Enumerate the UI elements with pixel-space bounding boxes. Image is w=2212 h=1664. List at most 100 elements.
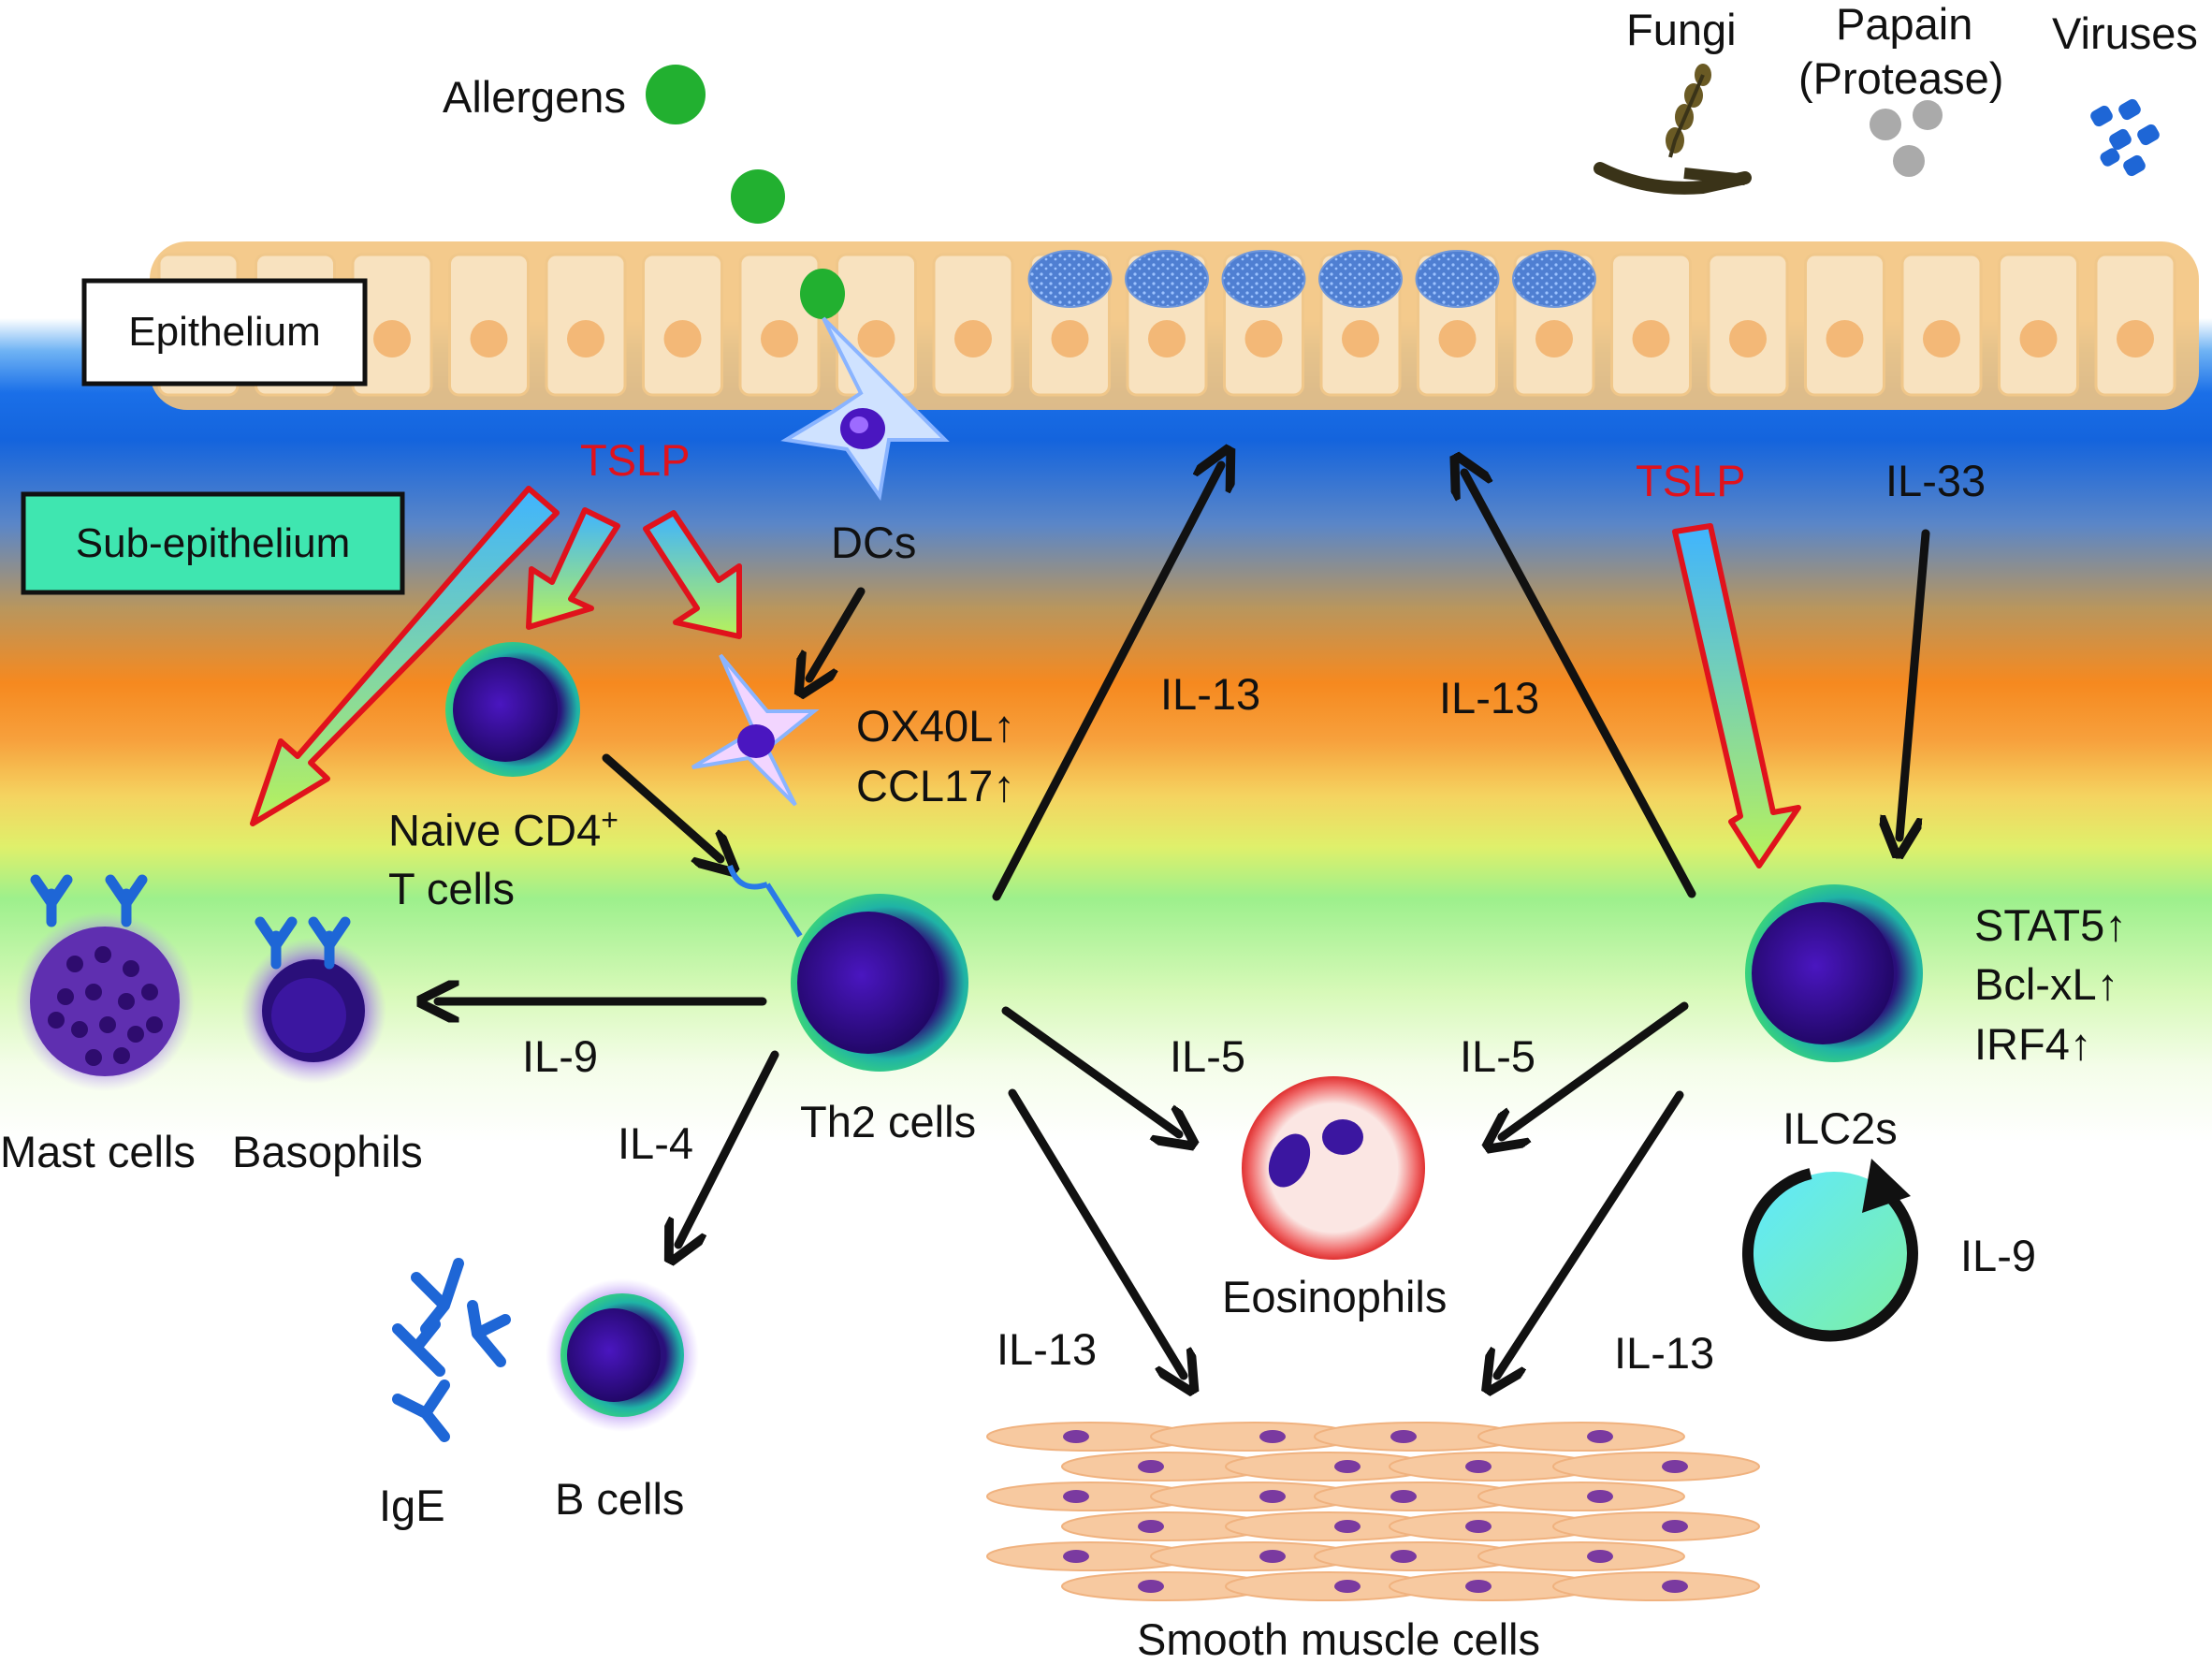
stat5-label: STAT5↑	[1974, 900, 2127, 950]
muscle-nucleus	[1465, 1520, 1492, 1533]
muscle-nucleus	[1259, 1430, 1286, 1443]
tslp-arrows-left	[250, 486, 742, 826]
basophils-label: Basophils	[232, 1127, 423, 1176]
naive-t-cells-label: T cells	[388, 864, 515, 913]
muscle-nucleus	[1063, 1490, 1089, 1503]
arrow-dc-to-activated-dc	[809, 587, 866, 679]
il13-upper-right-label: IL-13	[1439, 673, 1540, 723]
muscle-nucleus	[1063, 1430, 1089, 1443]
muscle-nucleus	[1334, 1580, 1361, 1593]
muscle-nucleus	[1390, 1490, 1417, 1503]
muscle-nucleus	[1138, 1580, 1164, 1593]
muscle-nucleus	[1334, 1460, 1361, 1473]
il4-label: IL-4	[618, 1118, 693, 1168]
viruses-label: Viruses	[2052, 8, 2198, 58]
b-cells-label: B cells	[555, 1474, 685, 1524]
mast-cell-granule	[66, 956, 83, 972]
goblet-cell-mucus	[1125, 250, 1209, 308]
th2-label: Th2 cells	[800, 1097, 977, 1146]
sub-epithelium-label-box	[21, 491, 405, 595]
mast-cell-granule	[71, 1021, 88, 1038]
ilc2s-label: ILC2s	[1783, 1103, 1898, 1153]
eosinophil	[1242, 1076, 1425, 1260]
arrow-th2-il4-bcells	[678, 1050, 779, 1245]
epithelial-nucleus	[1535, 320, 1573, 358]
mast-cell-granule	[85, 984, 102, 1000]
epithelial-nucleus	[1923, 320, 1960, 358]
muscle-nucleus	[1138, 1460, 1164, 1473]
naive-cd4-text: Naive CD4	[388, 805, 602, 855]
tslp-arrow-right	[1672, 523, 1801, 868]
epithelial-nucleus	[567, 320, 604, 358]
mast-cell-granule	[95, 946, 111, 963]
epithelium-label-box	[81, 278, 368, 387]
mast-cell-granule	[118, 993, 135, 1010]
allergen-particles	[646, 65, 845, 319]
mast-cell-granule	[99, 1016, 116, 1033]
epithelium-layer	[150, 241, 2199, 410]
il33-label: IL-33	[1885, 456, 1986, 505]
muscle-nucleus	[1259, 1490, 1286, 1503]
fungi-icon	[1594, 64, 1752, 195]
epithelial-nucleus	[2117, 320, 2154, 358]
dendritic-cell-lower	[691, 653, 820, 807]
epithelial-nucleus	[373, 320, 411, 358]
muscle-nucleus	[1662, 1580, 1688, 1593]
ige-label: IgE	[379, 1481, 445, 1530]
epithelium-label: Epithelium	[128, 309, 321, 355]
mast-cell-granule	[141, 984, 158, 1000]
arrow-il33-to-ilc2	[1899, 529, 1930, 838]
papain-particles	[1870, 100, 1943, 177]
fungi-label: Fungi	[1626, 5, 1737, 54]
muscle-nucleus	[1587, 1550, 1613, 1563]
epithelial-nucleus	[1148, 320, 1186, 358]
muscle-fiber	[1477, 1422, 1685, 1452]
goblet-cell-mucus	[1415, 250, 1500, 308]
epithelial-nucleus	[1826, 320, 1864, 358]
protease-label: (Protease)	[1798, 53, 2004, 103]
mast-cell-granule	[113, 1047, 130, 1064]
muscle-nucleus	[1587, 1490, 1613, 1503]
th2-cell	[727, 864, 968, 1072]
eosinophils-label: Eosinophils	[1222, 1272, 1448, 1321]
basophil-ige-receptors	[255, 916, 351, 970]
muscle-nucleus	[1138, 1520, 1164, 1533]
arrow-ilc2-il13-epithelium	[1464, 473, 1696, 898]
arrow-th2-il13-smooth	[1008, 1088, 1184, 1376]
epithelial-nucleus	[1342, 320, 1379, 358]
goblet-cell-mucus	[1027, 250, 1113, 308]
arrow-ilc2-il13-smooth	[1497, 1090, 1684, 1376]
il9-left-label: IL-9	[522, 1031, 598, 1081]
ox40l-label: OX40L↑	[856, 701, 1015, 751]
irf4-label: IRF4↑	[1974, 1019, 2092, 1069]
il5-left-label: IL-5	[1170, 1031, 1245, 1081]
ilc2-il9-loop	[1741, 1159, 1918, 1342]
mast-cell-granule	[85, 1049, 102, 1066]
naive-cd4-label: Naive CD4+	[388, 805, 618, 853]
smooth-muscle-label: Smooth muscle cells	[1137, 1614, 1540, 1664]
il13-upper-left-label: IL-13	[1160, 669, 1261, 719]
muscle-fiber	[1552, 1571, 1760, 1601]
epithelial-nucleus	[1729, 320, 1767, 358]
naive-cd4-t-cell	[445, 642, 580, 777]
naive-cd4-superscript: +	[601, 803, 618, 837]
il5-right-label: IL-5	[1460, 1031, 1535, 1081]
muscle-fiber	[1552, 1511, 1760, 1541]
mast-cell-ige-receptors	[30, 874, 148, 927]
papain-label: Papain	[1836, 0, 1973, 49]
smooth-muscle-cells	[986, 1422, 1760, 1601]
sub-epithelium-label: Sub-epithelium	[75, 519, 351, 566]
epithelial-nucleus	[857, 320, 895, 358]
epithelial-nucleus	[470, 320, 508, 358]
epithelial-nucleus	[761, 320, 798, 358]
b-cell	[546, 1278, 699, 1432]
ilc2-cell	[1745, 884, 1923, 1062]
muscle-nucleus	[1259, 1550, 1286, 1563]
muscle-nucleus	[1662, 1460, 1688, 1473]
virus-particles	[2090, 98, 2160, 177]
arrows	[438, 465, 1930, 1376]
ige-antibodies	[392, 1258, 511, 1442]
muscle-fiber	[1477, 1482, 1685, 1511]
